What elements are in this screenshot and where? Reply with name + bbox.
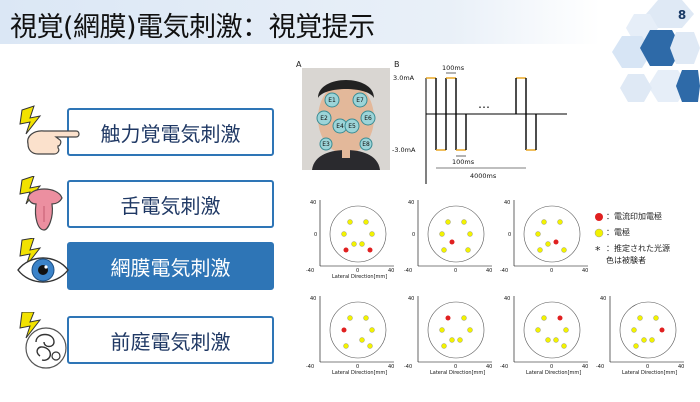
svg-text:0: 0 <box>412 232 415 238</box>
svg-text:Lateral Direction[mm]: Lateral Direction[mm] <box>430 370 485 376</box>
wave-pulse-bottom-label: 100ms <box>452 158 475 166</box>
electrode-label: E2 <box>320 115 328 122</box>
item-label: 前庭電気刺激 <box>110 329 231 354</box>
phosphene-plot: 40 -40 0 40 Lateral Direction[mm] <box>500 296 588 376</box>
legend-item: * ：推定された光源 <box>594 244 670 254</box>
item-box: 舌電気刺激 <box>67 180 274 228</box>
electrode-label: E3 <box>322 141 330 148</box>
svg-text:0: 0 <box>646 364 649 370</box>
svg-text:40: 40 <box>504 296 510 302</box>
svg-text:40: 40 <box>408 200 414 206</box>
item-box: 網膜電気刺激 <box>67 242 274 290</box>
svg-text:0: 0 <box>454 364 457 370</box>
item-retina-stimulation[interactable]: 網膜電気刺激 <box>14 238 278 294</box>
phosphene-plot: 40 0 -40 0 40 <box>404 200 492 274</box>
svg-text:-40: -40 <box>306 268 314 274</box>
item-tactile-stimulation[interactable]: 触力覚電気刺激 <box>14 105 278 160</box>
electrode-label: E4 <box>336 123 344 130</box>
svg-text:40: 40 <box>310 296 316 302</box>
phosphene-plot: 40 -40 0 40 Lateral Direction[mm] <box>596 296 684 376</box>
yellow-dot-marker <box>594 228 604 238</box>
svg-text:-40: -40 <box>404 268 412 274</box>
finger-icon <box>19 105 80 155</box>
electrode-label: E6 <box>364 115 372 122</box>
item-label: 舌電気刺激 <box>120 193 221 218</box>
electrode-label: E1 <box>328 97 336 104</box>
red-dot-marker <box>595 213 603 221</box>
hexagon-decoration <box>612 0 700 102</box>
svg-text:0: 0 <box>356 268 359 274</box>
svg-text:0: 0 <box>508 232 511 238</box>
item-tongue-stimulation[interactable]: 舌電気刺激 <box>14 176 278 232</box>
svg-text:Lateral Direction[mm]: Lateral Direction[mm] <box>332 274 387 280</box>
svg-text:40: 40 <box>486 364 492 370</box>
page-number: 8 <box>677 8 687 22</box>
asterisk-marker: * <box>595 244 601 254</box>
item-label: 触力覚電気刺激 <box>100 121 241 146</box>
item-vestibular-stimulation[interactable]: 前庭電気刺激 <box>14 312 278 369</box>
stimulation-waveform: 3.0mA -3.0mA 100ms 100ms 4000ms … <box>392 64 567 184</box>
svg-text:-40: -40 <box>500 364 508 370</box>
eye-icon <box>17 238 69 283</box>
electrode-label: E7 <box>356 97 364 104</box>
tongue-icon <box>19 176 63 231</box>
svg-text:0: 0 <box>454 268 457 274</box>
svg-text:40: 40 <box>388 364 394 370</box>
svg-text:-40: -40 <box>596 364 604 370</box>
phosphene-plot: 40 -40 0 40 Lateral Direction[mm] <box>306 296 394 376</box>
title-band <box>0 0 600 44</box>
svg-text:0: 0 <box>356 364 359 370</box>
inner-ear-icon <box>19 312 67 369</box>
wave-pulse-label: 100ms <box>442 64 465 72</box>
wave-ellipsis: … <box>478 97 490 111</box>
svg-text:0: 0 <box>550 364 553 370</box>
phosphene-plot: 40 0 -40 0 40 Lateral Direction[mm] <box>306 200 394 280</box>
svg-text:-40: -40 <box>306 364 314 370</box>
svg-text:0: 0 <box>550 268 553 274</box>
wave-bottom-label: -3.0mA <box>392 146 416 154</box>
legend-item: ：電流印加電極 <box>594 212 662 222</box>
electrode-label: E8 <box>362 141 370 148</box>
panel-a-label: A <box>296 60 302 69</box>
svg-text:Lateral Direction[mm]: Lateral Direction[mm] <box>332 370 387 376</box>
svg-text:40: 40 <box>310 200 316 206</box>
svg-text:Lateral Direction[mm]: Lateral Direction[mm] <box>526 370 581 376</box>
svg-text:40: 40 <box>504 200 510 206</box>
electrode-photo: E1 E7 E2 E6 E4 E5 E3 E8 <box>302 68 390 170</box>
phosphene-plot: 40 0 -40 0 40 <box>500 200 588 274</box>
svg-text:40: 40 <box>600 296 606 302</box>
wave-period-label: 4000ms <box>470 172 497 180</box>
wave-top-label: 3.0mA <box>393 74 415 82</box>
item-box: 前庭電気刺激 <box>67 316 274 364</box>
svg-text:0: 0 <box>314 232 317 238</box>
item-label: 網膜電気刺激 <box>110 255 231 280</box>
svg-text:40: 40 <box>388 268 394 274</box>
svg-text:40: 40 <box>582 364 588 370</box>
svg-text:40: 40 <box>486 268 492 274</box>
panel-b-label: B <box>394 60 400 69</box>
item-box: 触力覚電気刺激 <box>67 108 274 156</box>
electrode-label: E5 <box>348 123 356 130</box>
phosphene-plot: 40 -40 0 40 Lateral Direction[mm] <box>404 296 492 376</box>
svg-text:*: * <box>595 244 601 254</box>
svg-text:40: 40 <box>408 296 414 302</box>
svg-text:-40: -40 <box>500 268 508 274</box>
slide-title: 視覚(網膜)電気刺激：視覚提示 <box>10 12 375 43</box>
svg-text:-40: -40 <box>404 364 412 370</box>
legend-item: ：電極 <box>594 228 630 238</box>
svg-text:40: 40 <box>582 268 588 274</box>
svg-text:Lateral Direction[mm]: Lateral Direction[mm] <box>622 370 677 376</box>
legend-note: 色は被験者 <box>606 256 646 265</box>
svg-text:40: 40 <box>678 364 684 370</box>
